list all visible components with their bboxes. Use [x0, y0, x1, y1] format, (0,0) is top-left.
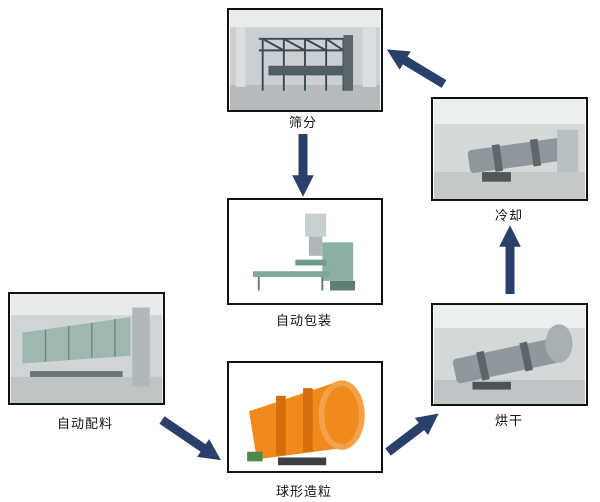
batching-label: 自动配料	[57, 417, 114, 432]
granulation-photo	[227, 361, 383, 473]
packaging-photo	[227, 198, 383, 305]
batching-machine-image	[10, 294, 163, 403]
drying-photo	[431, 303, 588, 406]
drying-label: 烘干	[495, 414, 524, 429]
cooling-photo	[431, 97, 588, 201]
drying-drum-image	[434, 305, 585, 404]
screening-photo	[227, 8, 383, 112]
packaging-machine-image	[229, 200, 381, 303]
arrow-batching-to-granulation	[159, 416, 221, 461]
arrow-granulation-to-drying	[385, 413, 439, 456]
screening-label: 筛分	[289, 116, 318, 131]
batching-photo	[8, 292, 165, 405]
screening-machine-image	[230, 10, 380, 110]
arrow-cooling-to-screening	[386, 49, 447, 88]
cooling-drum-image	[434, 99, 585, 199]
cooling-label: 冷却	[495, 209, 524, 224]
granulation-label: 球形造粒	[276, 485, 333, 500]
granulation-drum-image	[229, 363, 381, 471]
packaging-label: 自动包装	[276, 314, 333, 329]
